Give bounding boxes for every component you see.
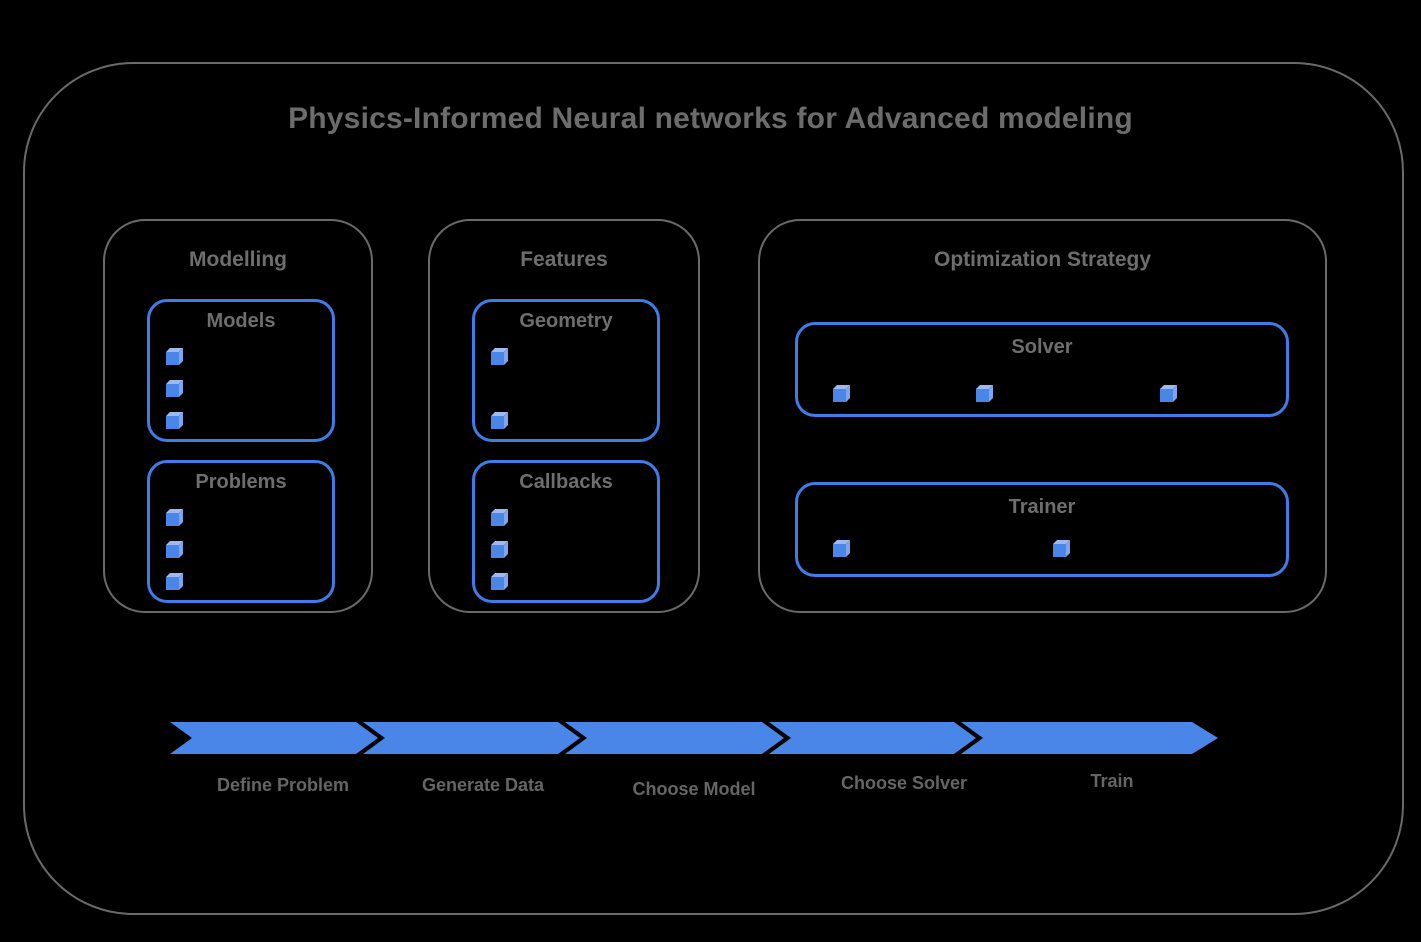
cube-icon xyxy=(1053,540,1070,557)
cube-icon xyxy=(491,573,508,590)
cube-icon xyxy=(491,541,508,558)
box-geometry-title: Geometry xyxy=(519,310,613,332)
cube-icon xyxy=(491,348,508,365)
box-solver-title: Solver xyxy=(1011,336,1073,358)
box-trainer: Trainer xyxy=(795,482,1289,577)
page-title: Physics-Informed Neural networks for Adv… xyxy=(288,102,1133,135)
diagram-outer-frame xyxy=(23,62,1404,915)
cube-icon xyxy=(166,380,183,397)
pipeline-arrow-segment-2 xyxy=(363,722,580,754)
cube-icon xyxy=(1160,385,1177,402)
section-modelling-title: Modelling xyxy=(189,248,287,271)
cube-icon xyxy=(976,385,993,402)
section-optimization-strategy: Optimization Strategy Solver Trainer xyxy=(758,219,1327,613)
pipeline-step-label-choose-solver: Choose Solver xyxy=(840,773,968,793)
box-problems: Problems xyxy=(147,460,335,603)
section-optimization-strategy-title: Optimization Strategy xyxy=(933,248,1152,271)
pipeline-step-label-choose-model: Choose Model xyxy=(632,779,756,799)
pipeline-arrow-segment-4 xyxy=(769,722,976,754)
cube-icon xyxy=(491,509,508,526)
pipeline-step-label-train: Train xyxy=(1090,771,1134,791)
box-callbacks-title: Callbacks xyxy=(519,471,613,493)
box-models-title: Models xyxy=(206,310,276,332)
pipeline-arrow-segment-5 xyxy=(961,722,1218,754)
box-models: Models xyxy=(147,299,335,442)
section-features-title: Features xyxy=(520,248,608,271)
box-problems-title: Problems xyxy=(195,471,287,493)
cube-icon xyxy=(166,509,183,526)
cube-icon xyxy=(833,540,850,557)
pipeline-step-label-generate-data: Generate Data xyxy=(421,775,545,795)
cube-icon xyxy=(166,412,183,429)
box-solver: Solver xyxy=(795,322,1289,417)
section-modelling: Modelling Models Problems xyxy=(103,219,373,613)
cube-icon xyxy=(833,385,850,402)
cube-icon xyxy=(166,348,183,365)
cube-icon xyxy=(166,573,183,590)
pipeline-arrow-segment-3 xyxy=(565,722,784,754)
pipeline-arrow-segment-1 xyxy=(170,722,378,754)
pipeline-step-label-define-problem: Define Problem xyxy=(216,775,350,795)
section-features: Features Geometry Callbacks xyxy=(428,219,700,613)
cube-icon xyxy=(491,412,508,429)
cube-icon xyxy=(166,541,183,558)
box-geometry: Geometry xyxy=(472,299,660,442)
box-trainer-title: Trainer xyxy=(1008,496,1076,518)
box-callbacks: Callbacks xyxy=(472,460,660,603)
